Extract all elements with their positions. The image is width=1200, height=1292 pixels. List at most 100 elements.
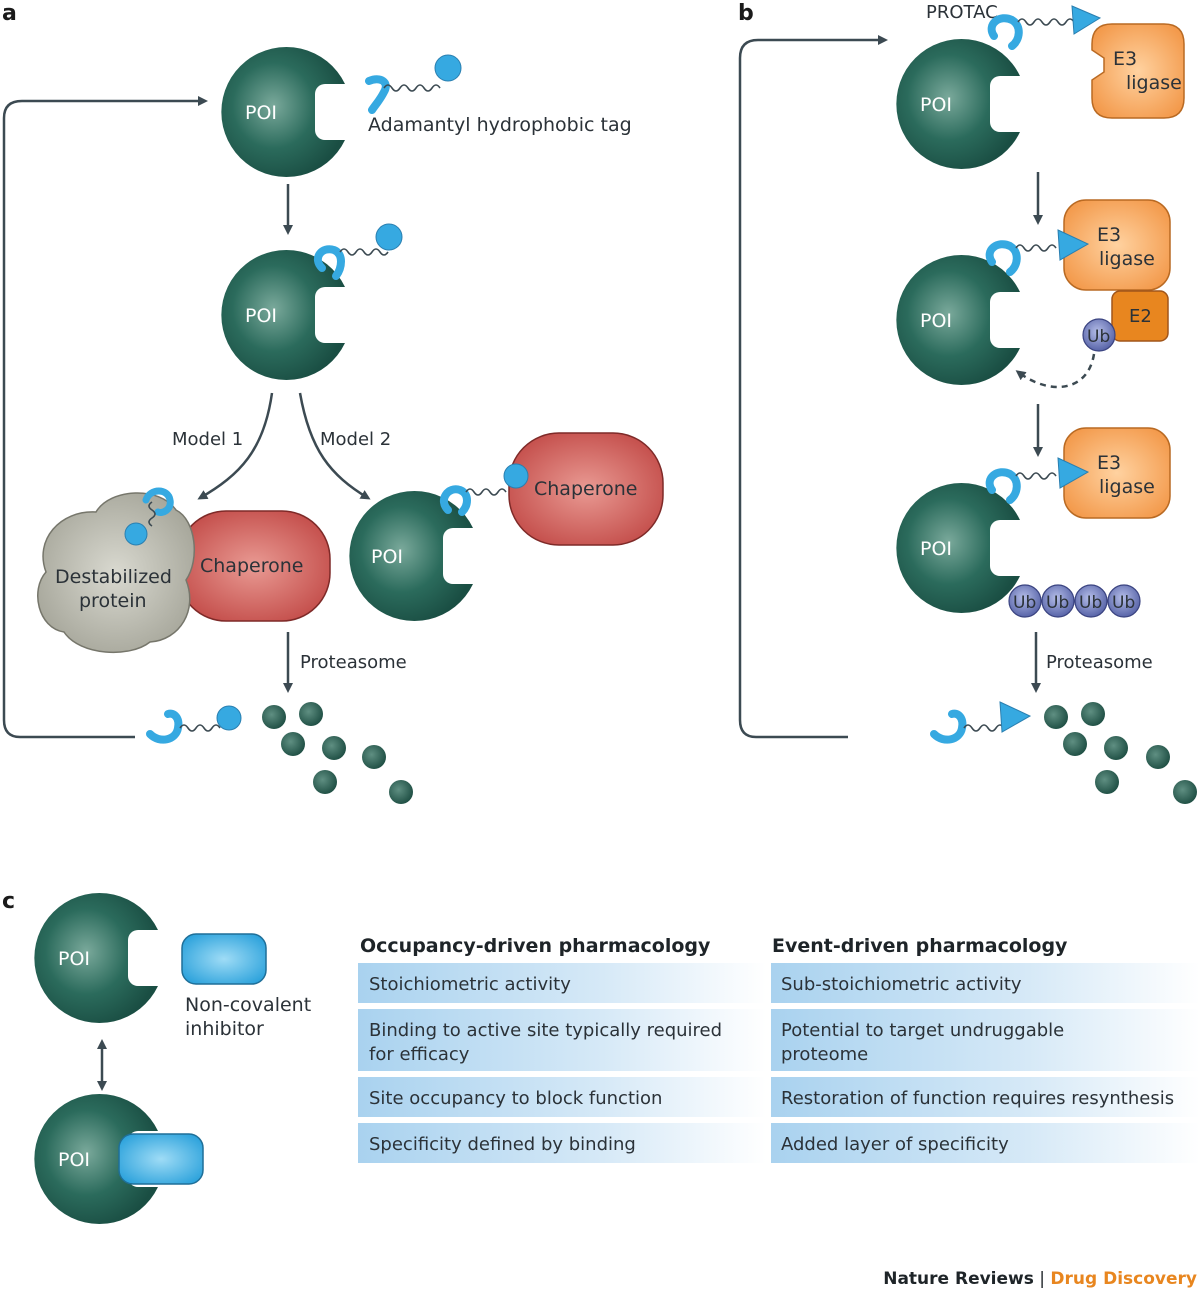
poi-label: POI — [58, 1149, 90, 1171]
poi-protein-b1: POI — [896, 39, 1020, 170]
ubiquitin-transfer-arrow — [1015, 353, 1096, 389]
ub-label: Ub — [1046, 593, 1069, 613]
poi-protein-b3: POI — [896, 483, 1020, 613]
poi-protein-a3: POI — [349, 491, 473, 621]
credit-section: Drug Discovery — [1050, 1269, 1197, 1289]
chaperone-shape — [508, 432, 664, 546]
proteasome-label-a: Proteasome — [300, 652, 407, 673]
inhibitor-label-2: inhibitor — [185, 1018, 264, 1040]
e3-label-2: ligase — [1126, 72, 1182, 94]
arrow-model1 — [197, 392, 274, 500]
e3-label-2: ligase — [1099, 248, 1155, 270]
poi-protein-a2: POI — [221, 250, 345, 380]
table-cell: proteome — [781, 1044, 868, 1065]
released-tag-icon — [146, 705, 242, 744]
credit-separator: | — [1034, 1269, 1051, 1289]
bound-tag-icon — [124, 487, 174, 546]
tag-label: Adamantyl hydrophobic tag — [368, 114, 632, 136]
bound-tag-icon — [439, 463, 529, 516]
ubiquitin-icon — [1107, 584, 1141, 618]
panel-b-letter: b — [738, 1, 754, 26]
poi-label: POI — [245, 305, 277, 327]
protac-icon — [987, 5, 1102, 50]
poi-label: POI — [920, 94, 952, 116]
table-cell-bg — [358, 963, 766, 1003]
poi-label: POI — [245, 102, 277, 124]
poi-protein-c2: POI — [34, 1094, 158, 1224]
chaperone-label: Chaperone — [200, 555, 303, 577]
inhibitor-shape — [181, 933, 267, 985]
inhibitor-label-1: Non-covalent — [185, 994, 311, 1016]
table-cell: Potential to target undruggable — [781, 1020, 1064, 1041]
e2-label: E2 — [1129, 306, 1152, 327]
e3-ligase-shape — [1091, 23, 1185, 119]
destabilized-label-2: protein — [79, 590, 147, 612]
poi-label: POI — [371, 546, 403, 568]
table-cell: for efficacy — [369, 1044, 470, 1065]
table-cell-bg — [358, 1009, 766, 1071]
poi-label: POI — [58, 948, 90, 970]
ub-label: Ub — [1112, 593, 1135, 613]
table-cell: Site occupancy to block function — [369, 1088, 662, 1109]
chaperone-label: Chaperone — [534, 478, 637, 500]
e3-label-1: E3 — [1097, 452, 1121, 474]
panel-c: c POI Non-covalent inhibitor POI Occupan… — [2, 889, 1200, 1224]
e3-label-2: ligase — [1099, 476, 1155, 498]
journal-credit: Nature Reviews | Drug Discovery — [883, 1269, 1197, 1289]
degraded-peptides-b — [1044, 702, 1197, 804]
bound-tag-icon — [313, 223, 403, 280]
table-cell-bg — [771, 1123, 1200, 1163]
model1-label: Model 1 — [172, 429, 243, 450]
poi-protein-b2: POI — [896, 255, 1020, 385]
recycle-arrow-a — [2, 96, 208, 739]
table-cell-bg — [358, 1077, 766, 1117]
table-cell: Stoichiometric activity — [369, 974, 571, 995]
table-header-event: Event-driven pharmacology — [772, 935, 1068, 957]
poi-protein-c1: POI — [34, 893, 158, 1023]
table-cell-bg — [771, 1009, 1200, 1071]
ub-label: Ub — [1013, 593, 1036, 613]
table-cell-bg — [358, 1123, 766, 1163]
ub-label: Ub — [1087, 327, 1110, 347]
poi-protein-a1: POI — [221, 47, 345, 178]
ubiquitin-icon — [1082, 318, 1116, 352]
arrow-model2 — [298, 392, 371, 500]
hydrophobic-tag-icon — [365, 54, 462, 114]
table-cell: Added layer of specificity — [781, 1134, 1009, 1155]
protac-label: PROTAC — [926, 2, 998, 23]
proteasome-label-b: Proteasome — [1046, 652, 1153, 673]
bound-inhibitor-shape — [118, 1133, 204, 1185]
panel-b: b PROTAC POI E3 ligase POI E3 ligase E2 … — [738, 1, 1197, 804]
destabilized-protein-shape — [37, 492, 196, 654]
released-protac-icon — [930, 701, 1032, 744]
table-cell: Restoration of function requires resynth… — [781, 1088, 1174, 1109]
table-cell: Sub-stoichiometric activity — [781, 974, 1022, 995]
comparison-table: Occupancy-driven pharmacology Event-driv… — [358, 935, 1200, 1163]
ubiquitin-icon — [1008, 584, 1042, 618]
protac-icon — [985, 229, 1090, 276]
destabilized-label-1: Destabilized — [55, 566, 172, 588]
e2-shape — [1111, 290, 1169, 342]
panel-c-letter: c — [2, 889, 15, 914]
ub-label: Ub — [1079, 593, 1102, 613]
e3-label-1: E3 — [1113, 48, 1137, 70]
recycle-arrow-b — [738, 35, 888, 739]
e3-label-1: E3 — [1097, 224, 1121, 246]
degraded-peptides-a — [262, 702, 413, 804]
table-header-occupancy: Occupancy-driven pharmacology — [360, 935, 711, 957]
panel-a: a POI Adamantyl hydrophobic tag POI — [2, 1, 664, 804]
poi-label: POI — [920, 538, 952, 560]
ubiquitin-icon — [1074, 584, 1108, 618]
table-cell-bg — [771, 963, 1200, 1003]
panel-a-letter: a — [2, 1, 17, 26]
table-cell-bg — [771, 1077, 1200, 1117]
model2-label: Model 2 — [320, 429, 391, 450]
ubiquitin-icon — [1041, 584, 1075, 618]
credit-journal: Nature Reviews — [883, 1269, 1034, 1289]
poi-label: POI — [920, 310, 952, 332]
polyubiquitin-chain: Ub Ub Ub Ub — [1008, 584, 1141, 618]
table-cell: Binding to active site typically require… — [369, 1020, 722, 1041]
protac-icon — [985, 457, 1090, 504]
table-cell: Specificity defined by binding — [369, 1134, 636, 1155]
